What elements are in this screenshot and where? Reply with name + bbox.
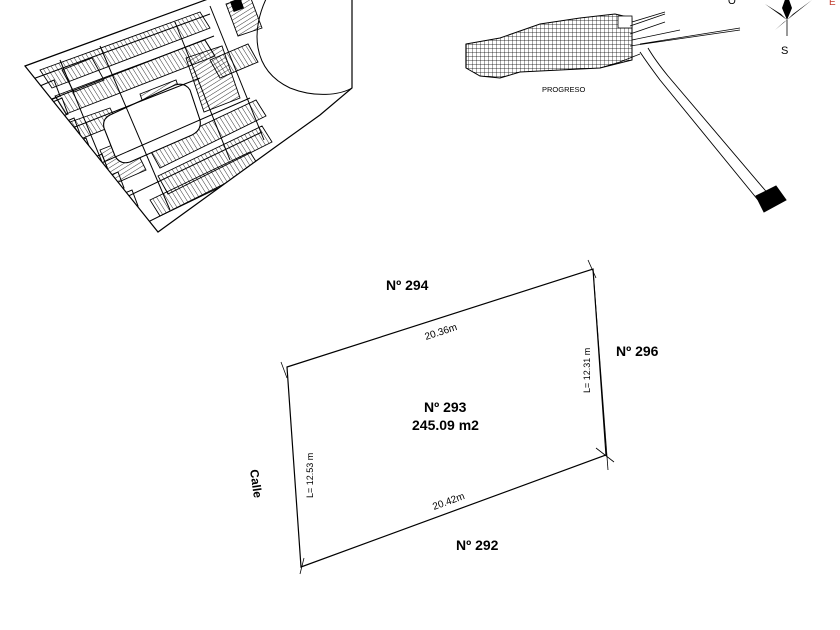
subdivision-outline (24, 0, 353, 233)
compass-east-label: E (829, 0, 836, 8)
subdivision-curved-edge (256, 0, 353, 95)
neighbor-north-label: Nº 294 (386, 277, 429, 293)
right-side-length: L= 12.31 m (582, 348, 592, 393)
lot-area-label: 245.09 m2 (412, 417, 479, 433)
north-arrow: S O E (728, 0, 836, 57)
subdivision-map (24, 0, 353, 233)
compass-star-icon (765, 0, 812, 36)
top-side-length: 20.36m (424, 322, 459, 343)
subject-lot-marker (229, 0, 245, 13)
lot-number-label: Nº 293 (424, 399, 467, 415)
central-park-block (103, 83, 201, 164)
street-label: Calle (247, 468, 265, 499)
compass-west-label: O (728, 0, 736, 7)
left-side-length: L= 12.53 m (305, 453, 315, 498)
bottom-side-length: 20.42m (431, 491, 466, 513)
location-map: PROGRESO (465, 11, 787, 213)
compass-south-label: S (781, 45, 788, 57)
lot-plan: Nº 294 Nº 296 Nº 292 Calle Nº 293 245.09… (247, 259, 659, 575)
neighbor-east-label: Nº 296 (616, 343, 659, 359)
access-road (647, 47, 771, 197)
site-marker (755, 185, 787, 213)
town-grid (465, 13, 633, 79)
lot-boundary (286, 268, 607, 568)
town-label: PROGRESO (542, 85, 586, 94)
neighbor-south-label: Nº 292 (456, 537, 499, 553)
